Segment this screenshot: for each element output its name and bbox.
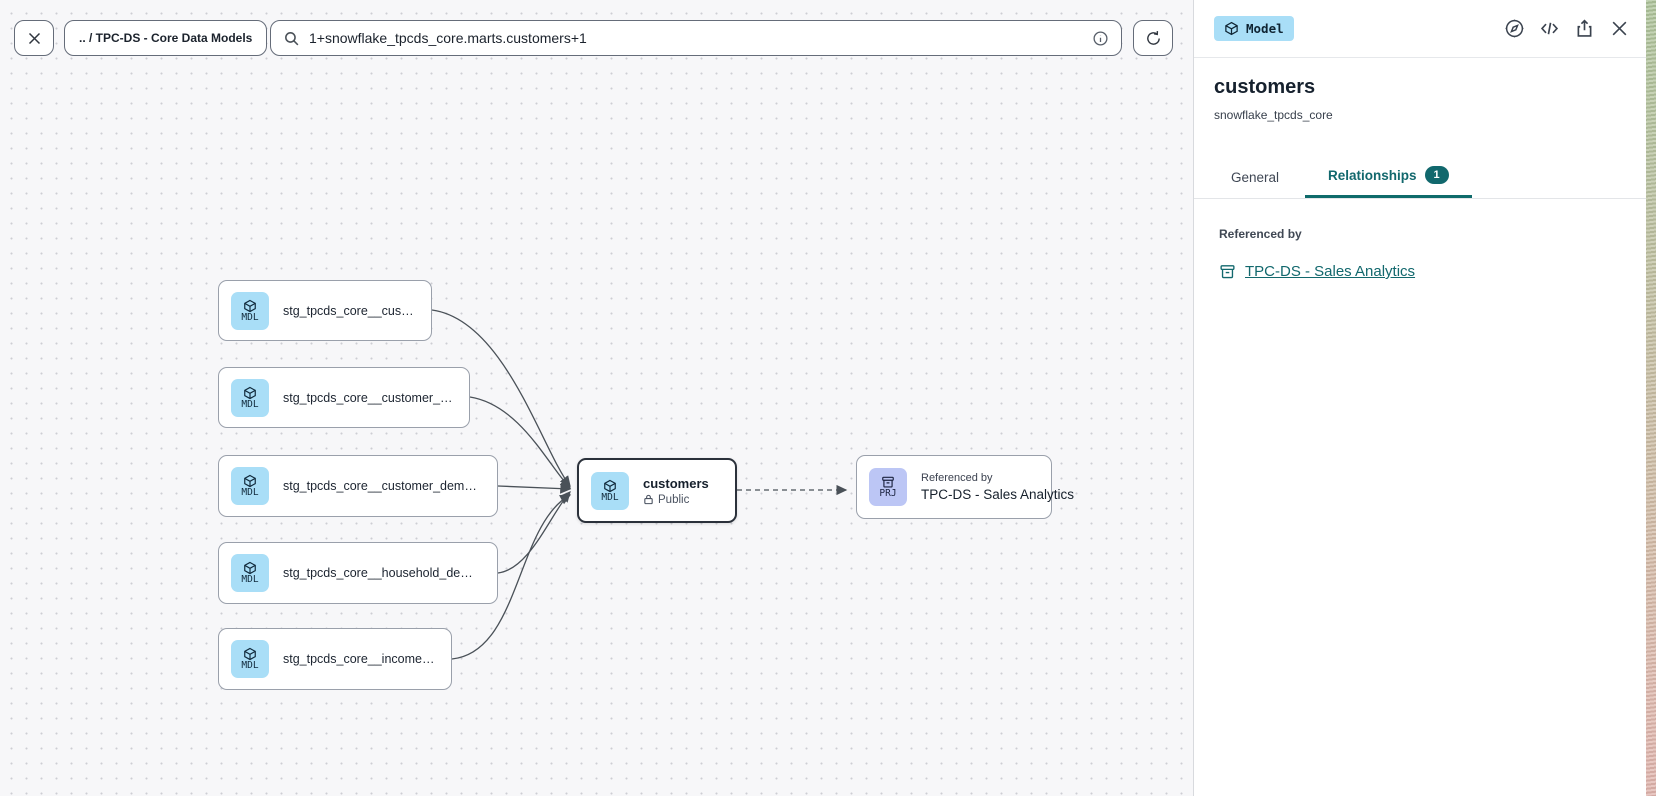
- model-badge: MDL: [231, 554, 269, 592]
- node-label: stg_tpcds_core__customer: [283, 303, 417, 318]
- panel-subtitle: snowflake_tpcds_core: [1214, 108, 1333, 122]
- cube-icon: [243, 647, 257, 661]
- referenced-by-item: TPC-DS - Sales Analytics: [1219, 263, 1646, 280]
- lineage-canvas[interactable]: MDL stg_tpcds_core__customer MDL stg_tpc…: [0, 0, 1193, 796]
- cube-icon: [243, 474, 257, 488]
- node-label: stg_tpcds_core__customer_address: [283, 390, 455, 405]
- lineage-edges: [431, 309, 848, 660]
- node-stg-tpcds-core-customer[interactable]: MDL stg_tpcds_core__customer: [218, 280, 432, 341]
- node-stg-tpcds-core-customer-demographics[interactable]: MDL stg_tpcds_core__customer_demogra…: [218, 455, 498, 517]
- lock-icon: [643, 494, 654, 505]
- share-icon[interactable]: [1573, 18, 1595, 40]
- tab-relationships[interactable]: Relationships 1: [1305, 156, 1472, 198]
- archive-box-icon: [1219, 263, 1236, 280]
- node-label: stg_tpcds_core__income_band: [283, 652, 437, 666]
- node-stg-tpcds-core-household-demographics[interactable]: MDL stg_tpcds_core__household_demogr…: [218, 542, 498, 604]
- screen-edge-artifact: [1646, 0, 1656, 796]
- referenced-by-heading: Referenced by: [1219, 227, 1302, 241]
- search-input[interactable]: [309, 30, 1083, 46]
- resource-type-badge: Model: [1214, 16, 1294, 41]
- search-icon: [283, 30, 300, 47]
- node-referenced-project[interactable]: PRJ Referenced by TPC-DS - Sales Analyti…: [856, 455, 1075, 519]
- breadcrumb[interactable]: .. / TPC-DS - Core Data Models: [64, 20, 268, 56]
- cube-icon: [603, 479, 617, 493]
- relationships-count-badge: 1: [1424, 166, 1449, 184]
- cube-icon: [243, 561, 257, 575]
- referenced-project-link[interactable]: TPC-DS - Sales Analytics: [1245, 263, 1416, 280]
- model-badge: MDL: [231, 467, 269, 505]
- info-icon[interactable]: [1092, 30, 1109, 47]
- close-panel-icon[interactable]: [1608, 18, 1630, 40]
- model-badge: MDL: [231, 291, 269, 330]
- node-customers-selected[interactable]: MDL customers Public: [577, 458, 737, 523]
- node-title: TPC-DS - Sales Analytics: [921, 487, 1075, 502]
- details-panel: Model customers snowflake_tpcds_core Gen…: [1193, 0, 1646, 796]
- node-access: Public: [658, 493, 690, 506]
- lineage-search[interactable]: [270, 20, 1122, 56]
- close-lineage-button[interactable]: [14, 20, 54, 56]
- cube-icon: [243, 386, 257, 400]
- node-kicker: Referenced by: [921, 472, 993, 484]
- node-label: stg_tpcds_core__household_demogr…: [283, 566, 483, 580]
- node-stg-tpcds-core-income-band[interactable]: MDL stg_tpcds_core__income_band: [218, 628, 452, 690]
- explore-compass-icon[interactable]: [1503, 18, 1525, 40]
- archive-box-icon: [881, 475, 895, 489]
- panel-tabs: General Relationships 1: [1194, 122, 1646, 199]
- node-label: stg_tpcds_core__customer_demogra…: [283, 479, 483, 493]
- node-stg-tpcds-core-customer-address[interactable]: MDL stg_tpcds_core__customer_address: [218, 367, 470, 428]
- model-badge: MDL: [231, 640, 269, 678]
- refresh-button[interactable]: [1133, 20, 1173, 56]
- cube-icon: [1224, 21, 1239, 36]
- panel-title: customers: [1214, 76, 1316, 98]
- project-badge: PRJ: [869, 468, 907, 506]
- tab-general[interactable]: General: [1231, 170, 1280, 185]
- details-panel-header: Model: [1194, 0, 1646, 58]
- model-badge: MDL: [231, 378, 269, 417]
- refresh-icon: [1145, 30, 1162, 47]
- model-badge: MDL: [591, 471, 629, 510]
- code-icon[interactable]: [1538, 18, 1560, 40]
- cube-icon: [243, 299, 257, 313]
- close-icon: [27, 31, 42, 46]
- node-title: customers: [643, 475, 709, 491]
